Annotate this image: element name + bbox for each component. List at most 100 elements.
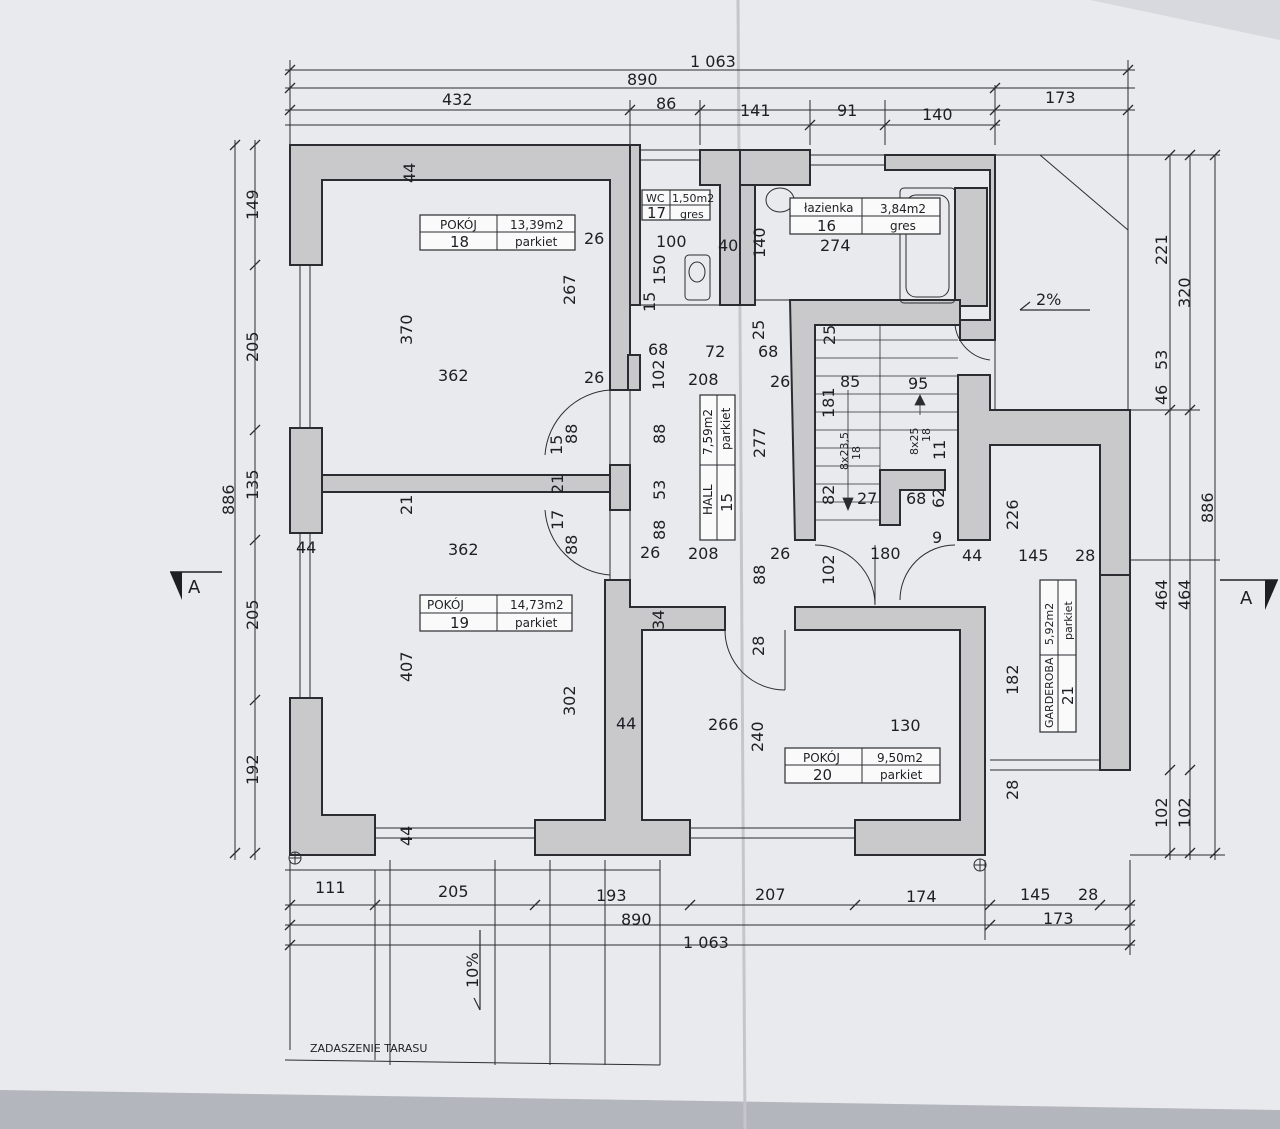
dim-label: 95 bbox=[908, 374, 928, 393]
walls bbox=[289, 144, 1131, 856]
dim-label: 26 bbox=[584, 368, 604, 387]
window-lines bbox=[299, 149, 1129, 839]
dimension-ticks bbox=[229, 64, 1221, 951]
dim-label: 208 bbox=[688, 544, 719, 563]
doors bbox=[544, 324, 991, 691]
section-marker-right: A bbox=[1220, 579, 1278, 610]
dim-label: 370 bbox=[397, 314, 416, 345]
section-label-right: A bbox=[1240, 588, 1253, 609]
dim-label: 88 bbox=[750, 565, 769, 585]
dim-label: 44 bbox=[397, 826, 416, 846]
stair-count-label-2: 18 bbox=[920, 428, 933, 442]
room-21-number: 21 bbox=[1059, 686, 1077, 705]
room-19-floor: parkiet bbox=[515, 616, 558, 630]
dim-label: 68 bbox=[906, 489, 926, 508]
dim-label: 28 bbox=[1078, 885, 1098, 904]
room-21-floor: parkiet bbox=[1062, 601, 1075, 640]
room-18-floor: parkiet bbox=[515, 235, 558, 249]
dim-label: 44 bbox=[616, 714, 636, 733]
dim-label: 145 bbox=[1020, 885, 1051, 904]
dim-label: 17 bbox=[548, 510, 567, 530]
dim-label: 25 bbox=[820, 325, 839, 345]
dim-label: 28 bbox=[1075, 546, 1095, 565]
dim-label: 240 bbox=[748, 721, 767, 752]
room-19-name: POKÓJ bbox=[427, 597, 464, 612]
room-19-area: 14,73m2 bbox=[510, 598, 564, 612]
terrace-slope-label: 10% bbox=[463, 952, 482, 988]
section-label-left: A bbox=[188, 577, 201, 598]
room-label-18: POKÓJ 13,39m2 18 parkiet bbox=[419, 214, 576, 251]
dim-label: 28 bbox=[749, 636, 768, 656]
dim-label: 40 bbox=[718, 236, 738, 255]
dim-label: 21 bbox=[397, 495, 416, 515]
dim-label: 193 bbox=[596, 886, 627, 905]
dim-label: 44 bbox=[962, 546, 982, 565]
dim-label: 274 bbox=[820, 236, 851, 255]
hall-number: 15 bbox=[718, 493, 736, 512]
hall-floor: parkiet bbox=[719, 407, 733, 450]
room-17-floor: gres bbox=[680, 208, 704, 221]
dim-label: 181 bbox=[819, 387, 838, 418]
dim-label: 267 bbox=[560, 274, 579, 305]
room-20-number: 20 bbox=[813, 766, 832, 784]
terrace-roof-label: ZADASZENIE TARASU bbox=[310, 1042, 427, 1055]
paper-shadow-corner bbox=[1090, 0, 1280, 40]
dim-label: 102 bbox=[649, 359, 668, 390]
dim-label: 34 bbox=[649, 610, 668, 630]
dim-label: 15 bbox=[640, 292, 659, 312]
dim-label: 141 bbox=[740, 101, 771, 120]
dim-label: 82 bbox=[819, 485, 838, 505]
section-marker-left: A bbox=[170, 571, 222, 600]
dim-label: 88 bbox=[562, 535, 581, 555]
room-20-name: POKÓJ bbox=[803, 750, 840, 765]
room-17-area: 1,50m2 bbox=[672, 192, 714, 205]
dim-label: 205 bbox=[243, 331, 262, 362]
dim-label: 1 063 bbox=[690, 52, 736, 71]
stair-run-label-2: 8x25 bbox=[908, 427, 921, 455]
dim-label: 53 bbox=[650, 480, 669, 500]
dim-label: 205 bbox=[243, 599, 262, 630]
room-19-number: 19 bbox=[450, 614, 469, 632]
dim-label: 28 bbox=[1003, 780, 1022, 800]
dim-label: 432 bbox=[442, 90, 473, 109]
dim-label: 88 bbox=[650, 520, 669, 540]
dim-label: 11 bbox=[930, 440, 949, 460]
dim-label: 464 bbox=[1152, 579, 1171, 610]
room-label-20: POKÓJ 9,50m2 20 parkiet bbox=[784, 747, 941, 784]
dim-label: 226 bbox=[1003, 499, 1022, 530]
room-label-17: WC 1,50m2 17 gres bbox=[641, 189, 714, 222]
dim-label: 100 bbox=[656, 232, 687, 251]
dim-label: 886 bbox=[1198, 492, 1217, 523]
dim-label: 266 bbox=[708, 715, 739, 734]
dim-label: 44 bbox=[400, 163, 419, 183]
dim-label: 26 bbox=[640, 543, 660, 562]
dim-label: 208 bbox=[688, 370, 719, 389]
dim-label: 130 bbox=[890, 716, 921, 735]
dim-label: 207 bbox=[755, 885, 786, 904]
room-18-name: POKÓJ bbox=[440, 217, 477, 232]
room-label-21: 5,92m2 parkiet GARDEROBA 21 bbox=[1039, 579, 1077, 733]
grid-markers bbox=[288, 851, 987, 872]
dimension-labels: 1 063 890 173 432 86 141 91 140 111 205 … bbox=[219, 52, 1217, 952]
dim-label: 362 bbox=[448, 540, 479, 559]
dim-label: 102 bbox=[819, 554, 838, 585]
dim-label: 26 bbox=[770, 544, 790, 563]
dim-label: 192 bbox=[243, 754, 262, 785]
dim-label: 15 bbox=[547, 435, 566, 455]
room-21-name: GARDEROBA bbox=[1043, 657, 1056, 728]
dim-label: 25 bbox=[749, 320, 768, 340]
room-18-number: 18 bbox=[450, 233, 469, 251]
dim-label: 205 bbox=[438, 882, 469, 901]
dim-label: 407 bbox=[397, 651, 416, 682]
room-label-hall: 7,59m2 parkiet HALL 15 bbox=[699, 394, 736, 541]
dim-label: 173 bbox=[1043, 909, 1074, 928]
dim-label: 88 bbox=[650, 424, 669, 444]
dim-label: 53 bbox=[1152, 350, 1171, 370]
stair-run-label-1: 8x23,5 bbox=[838, 432, 851, 470]
dim-label: 21 bbox=[548, 474, 567, 494]
room-20-area: 9,50m2 bbox=[877, 751, 923, 765]
dim-label: 464 bbox=[1175, 579, 1194, 610]
dim-label: 27 bbox=[857, 489, 877, 508]
dim-label: 86 bbox=[656, 94, 676, 113]
